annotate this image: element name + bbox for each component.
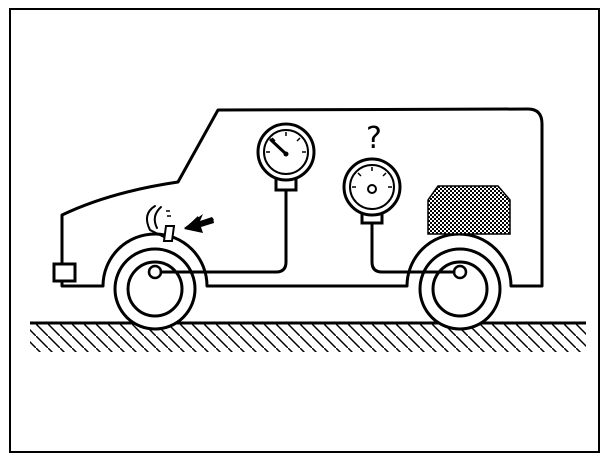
right-gauge bbox=[344, 159, 400, 223]
left-gauge bbox=[258, 124, 314, 190]
ground bbox=[30, 323, 586, 352]
cargo-load bbox=[428, 186, 510, 234]
front-bumper bbox=[54, 264, 75, 281]
pointer-arrow-icon bbox=[184, 214, 214, 233]
hand-lever-icon bbox=[147, 206, 174, 241]
rear-wheel bbox=[420, 249, 500, 329]
question-mark: ? bbox=[366, 121, 382, 156]
front-wheel bbox=[115, 249, 195, 329]
